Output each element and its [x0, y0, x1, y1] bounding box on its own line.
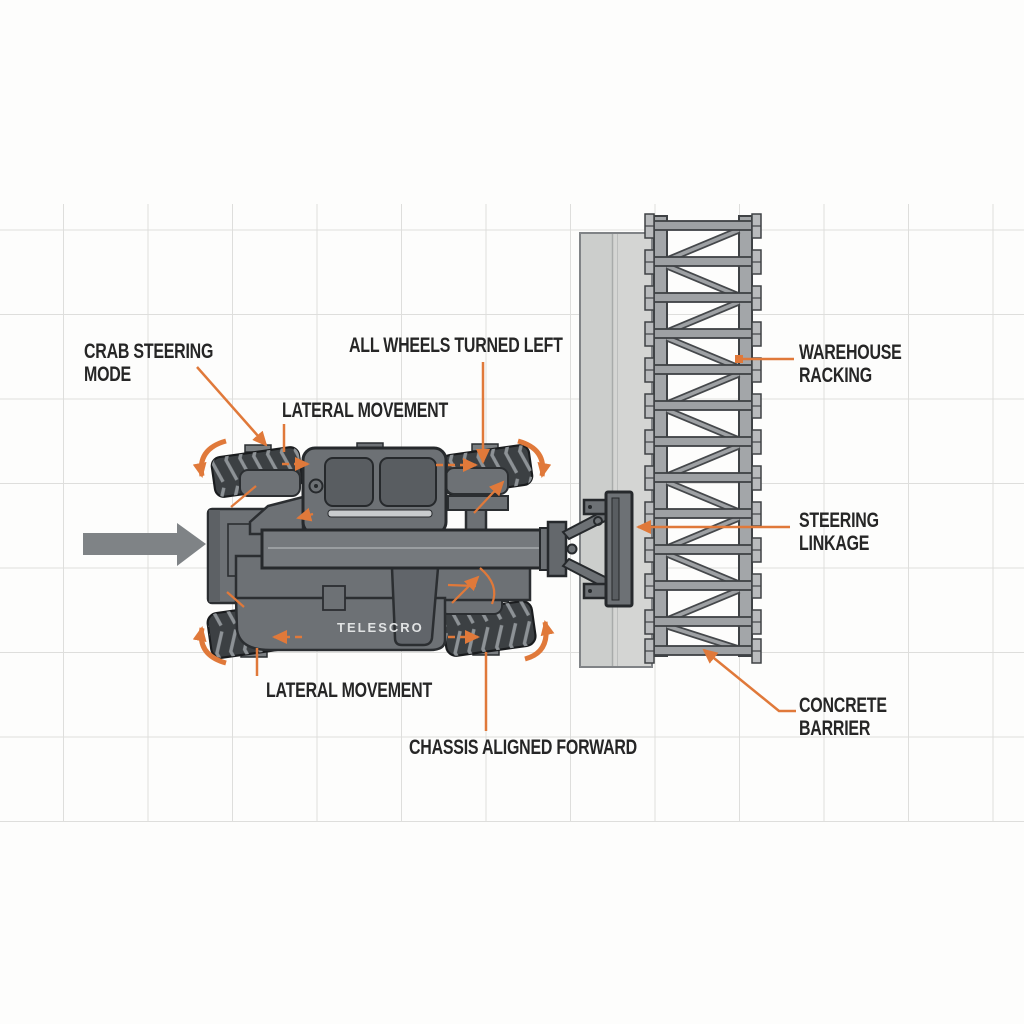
leader-warehouse-dot: [735, 355, 743, 363]
fender: [445, 467, 509, 495]
pointer-front-left-hub: [473, 480, 505, 514]
pointer-axle-right: [447, 583, 477, 588]
leader-crab-steering: [196, 366, 268, 447]
label-steering-linkage: STEERING LINKAGE: [799, 509, 879, 555]
telescopic-boom: [260, 520, 568, 578]
grid-background: [0, 204, 1024, 822]
label-chassis-aligned-forward: CHASSIS ALIGNED FORWARD: [409, 736, 637, 759]
windshield-strip: [327, 509, 433, 518]
label-lateral-movement-bottom: LATERAL MOVEMENT: [266, 679, 433, 702]
engine-hatch: [390, 566, 440, 647]
direction-arrow: [83, 523, 206, 566]
wheel-rotation-arrow-rear-left: [192, 438, 227, 478]
steering-linkage-assembly: [561, 490, 634, 608]
label-crab-steering-mode: CRAB STEERING MODE: [84, 340, 214, 386]
engine-deck: [248, 495, 305, 536]
racking-levels: [644, 213, 762, 664]
pointer-front-right-curve: [479, 567, 496, 605]
pointer-rear-left-fender: [230, 485, 257, 508]
label-concrete-barrier: CONCRETE BARRIER: [799, 694, 887, 740]
wheel-rotation-arrow-front-right: [524, 620, 555, 662]
annotations: [192, 355, 796, 731]
wheel-rotation-arrow-front-left: [517, 438, 552, 478]
label-warehouse-racking: WAREHOUSE RACKING: [799, 341, 902, 387]
wheel-rotation-arrow-rear-right: [192, 626, 227, 666]
leader-concrete-barrier: [702, 648, 796, 713]
pointer-cab-left: [296, 507, 314, 522]
pointer-front-right-hub: [451, 575, 480, 604]
pointer-rear-right-fender: [226, 591, 245, 608]
operator-cab: [301, 442, 448, 536]
cab-window: [324, 457, 374, 507]
cab-window: [379, 457, 437, 507]
brand-text: TELESCRO: [337, 620, 424, 635]
label-lateral-movement-top: LATERAL MOVEMENT: [282, 399, 449, 422]
warehouse-racking: [644, 213, 762, 664]
label-all-wheels-turned-left: ALL WHEELS TURNED LEFT: [349, 334, 563, 357]
fender: [239, 469, 301, 497]
telehandler: TELESCRO: [206, 442, 634, 659]
